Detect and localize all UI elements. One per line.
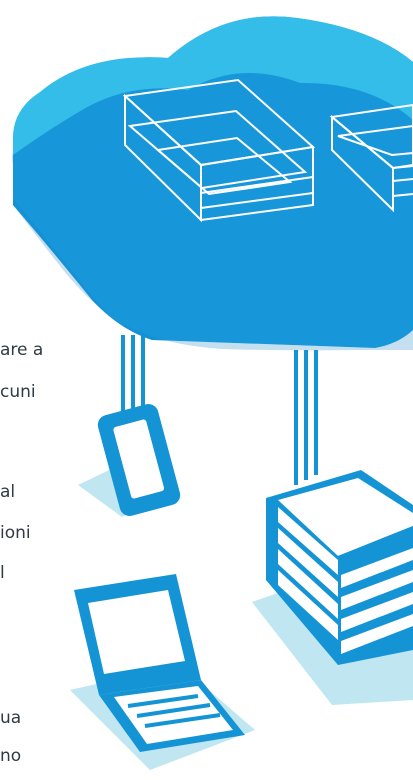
text-fragment-6: ua [0,710,21,727]
text-fragment-1: are a [0,342,43,359]
text-fragment-3: al [0,484,15,501]
text-fragment-2: cuni [0,384,36,401]
text-fragment-7: no [0,748,21,765]
text-fragment-5: l [0,565,5,582]
text-fragment-4: ioni [0,525,31,542]
cloud-icon [13,16,413,350]
laptop-icon [74,574,245,752]
